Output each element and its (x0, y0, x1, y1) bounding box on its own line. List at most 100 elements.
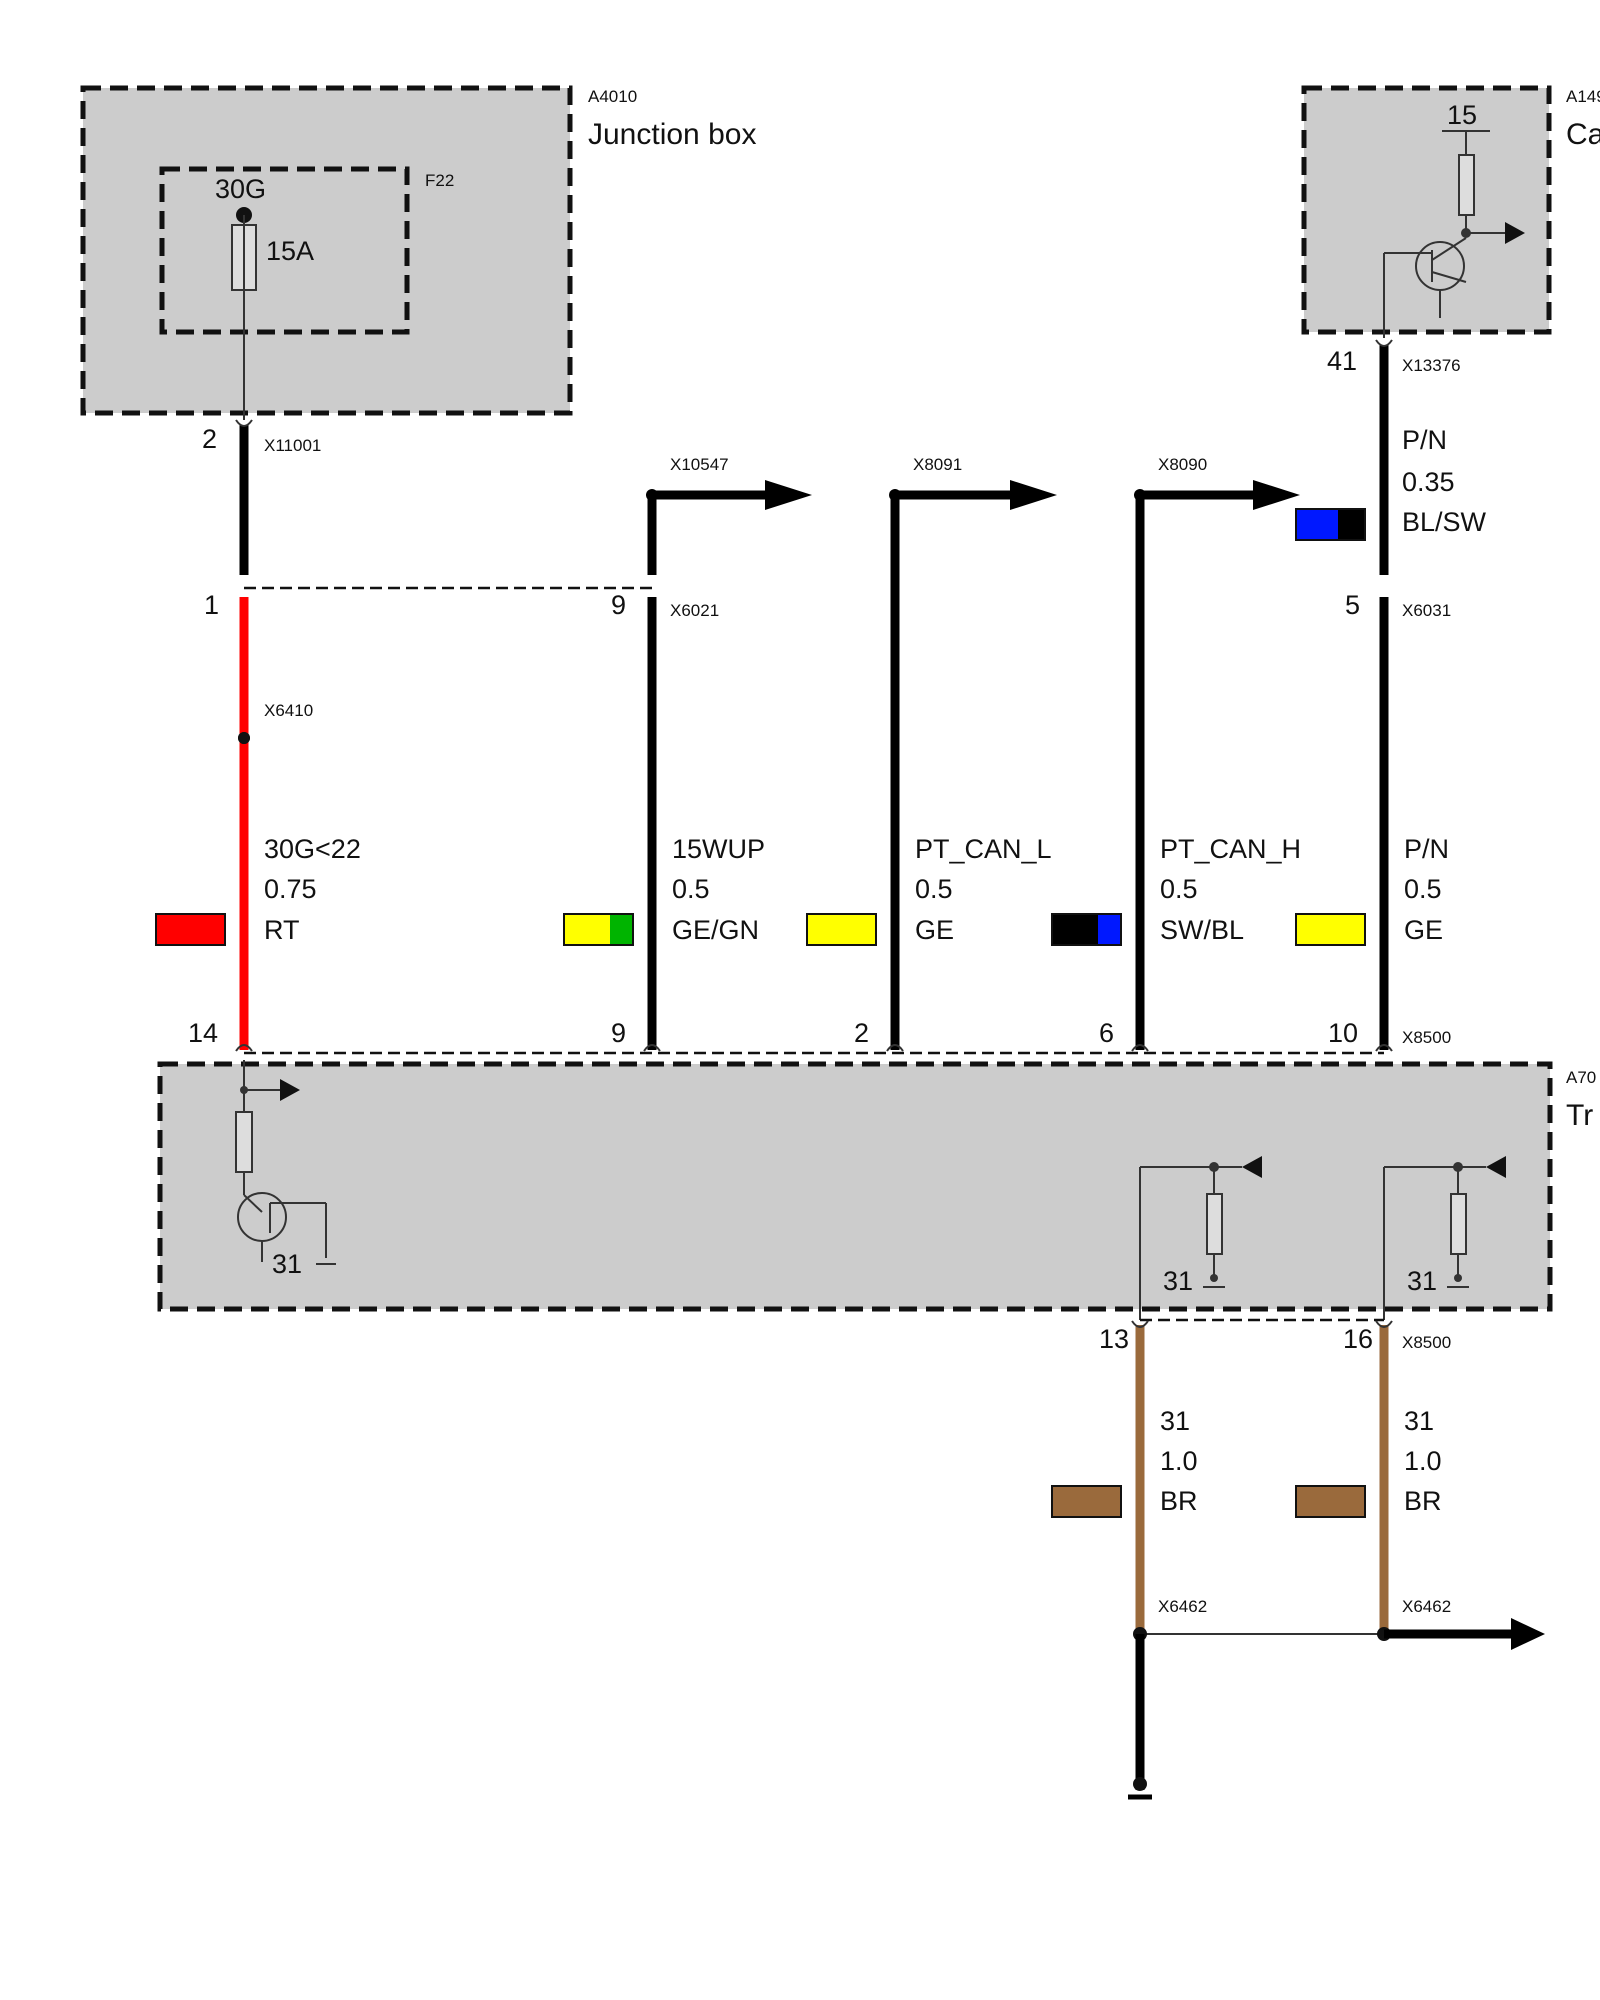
transistor-emitter (1431, 271, 1467, 283)
fuse-ref: F22 (425, 171, 454, 190)
wire-1-color-swatch (155, 913, 226, 946)
wire-4-signal: PT_CAN_H (1160, 834, 1301, 864)
branch-dot (646, 489, 658, 501)
swatch-border (1051, 1485, 1122, 1518)
wire-2-color: GE/GN (672, 915, 759, 945)
connector-mark-icon (1375, 1044, 1393, 1052)
camera-wire-color: BL/SW (1402, 507, 1487, 537)
camera-wire-color-swatch (1295, 508, 1366, 541)
x6462-right-label: X6462 (1402, 1597, 1451, 1616)
wire-3-color: GE (915, 915, 954, 945)
connector-mark-icon (1131, 1320, 1149, 1328)
connector-mark-icon (1131, 1044, 1149, 1052)
continuation-arrow-icon (1511, 1618, 1545, 1650)
x6410-label: X6410 (264, 701, 313, 720)
swatch-border (806, 913, 877, 946)
fuse-terminal: 30G (215, 174, 266, 204)
swatch-main (1052, 1486, 1121, 1517)
tm-ground-label-3: 31 (1407, 1266, 1437, 1296)
fuse-holder-outline (159, 166, 410, 335)
swatch-border (1295, 508, 1366, 541)
swatch-border (1051, 913, 1122, 946)
wire-3-color-swatch (806, 913, 877, 946)
ground-wire-2-pin: 16 (1343, 1324, 1373, 1354)
branch-arrow-icon (765, 480, 812, 510)
ground-splice: X6462 X6462 (1128, 1597, 1545, 1800)
connector-mark-icon (1375, 1320, 1393, 1328)
wire-3-size: 0.5 (915, 874, 953, 904)
connector-mark-icon (643, 1044, 661, 1052)
branch-arrow-icon (1253, 480, 1300, 510)
wire-2-size: 0.5 (672, 874, 710, 904)
transmission-module: A70 Tr X8500 31 31 (157, 1028, 1596, 1352)
camera-wire-signal: P/N (1402, 425, 1447, 455)
output-arrow-icon (280, 1079, 300, 1101)
connector-mark-icon (235, 419, 253, 427)
wire-4-x8500-pin: 6 (1099, 1018, 1114, 1048)
junction-box: A4010 Junction box F22 30G 15A 2 X11001 (80, 85, 756, 455)
connector-mark-icon (235, 1044, 253, 1052)
wire-4-color-swatch (1051, 913, 1122, 946)
junction-box-pin: 2 (202, 424, 217, 454)
wire-3-x8500-pin: 2 (854, 1018, 869, 1048)
upper-wiring: X10547 X8091 X8090 P/N 0.35 BL/SW 1 9 X6… (204, 339, 1487, 620)
swatch-main (156, 914, 225, 945)
wire-5-x8500-pin: 10 (1328, 1018, 1358, 1048)
middle-wires: 30G<220.75RT1415WUP0.5GE/GN9PT_CAN_L0.5G… (155, 495, 1449, 1052)
branch-connector-1: X10547 (670, 455, 729, 474)
tm-can2-ground-node (1454, 1274, 1462, 1282)
swatch-border (563, 913, 634, 946)
swatch-main (1052, 914, 1098, 945)
wire-2-signal: 15WUP (672, 834, 765, 864)
ground-wire-2-color: BR (1404, 1486, 1442, 1516)
camera-module-name: Ca (1566, 118, 1600, 151)
x6462-left-label: X6462 (1158, 1597, 1207, 1616)
swatch-stripe (1098, 914, 1121, 945)
camera-module-ref: A149 (1566, 87, 1600, 106)
ground-wire-2-size: 1.0 (1404, 1446, 1442, 1476)
ground-wire-1-size: 1.0 (1160, 1446, 1198, 1476)
x6021-label: X6021 (670, 601, 719, 620)
ground-wire-1-color: BR (1160, 1486, 1198, 1516)
tm-ground-label-1: 31 (272, 1249, 302, 1279)
x6031-pin-5: 5 (1345, 590, 1360, 620)
wire-5-signal: P/N (1404, 834, 1449, 864)
tm-transistor-collector (243, 1194, 263, 1213)
swatch-border (1295, 913, 1366, 946)
ground-wire-2-color-swatch (1295, 1485, 1366, 1518)
ground-wire-1-pin: 13 (1099, 1324, 1129, 1354)
x6021-pin-9: 9 (611, 590, 626, 620)
tm-ground-label-2: 31 (1163, 1266, 1193, 1296)
swatch-main (564, 914, 610, 945)
camera-module-connector: X13376 (1402, 356, 1461, 375)
tm-can1-ground-node (1210, 1274, 1218, 1282)
resistor-icon (235, 1111, 253, 1173)
junction-box-connector: X11001 (264, 436, 321, 455)
wire-1-size: 0.75 (264, 874, 317, 904)
branch-connector-2: X8091 (913, 455, 962, 474)
connector-mark-icon (886, 1044, 904, 1052)
connector-mark-icon (1375, 339, 1393, 347)
swatch-main (1296, 914, 1365, 945)
fuse-rating: 15A (266, 236, 314, 266)
swatch-stripe (1338, 509, 1365, 540)
branch-arrow-icon (1010, 480, 1057, 510)
branch-connector-3: X8090 (1158, 455, 1207, 474)
swatch-stripe (610, 914, 633, 945)
wire-3-signal: PT_CAN_L (915, 834, 1052, 864)
x8500-top-label: X8500 (1402, 1028, 1451, 1047)
ground-wire-1-signal: 31 (1160, 1406, 1190, 1436)
swatch-border (1295, 1485, 1366, 1518)
input-arrow-icon (1242, 1156, 1262, 1178)
camera-module: A149 Ca 15 41 X13376 (1301, 85, 1600, 376)
wire-5-color-swatch (1295, 913, 1366, 946)
input-arrow-icon (1486, 1156, 1506, 1178)
swatch-main (1296, 509, 1338, 540)
wire-1-x8500-pin: 14 (188, 1018, 218, 1048)
camera-module-pin: 41 (1327, 346, 1357, 376)
output-arrow-icon (1505, 222, 1525, 244)
wire-4-size: 0.5 (1160, 874, 1198, 904)
x8500-bottom-label: X8500 (1402, 1333, 1451, 1352)
camera-module-outline (1301, 85, 1552, 335)
splice-dot (238, 732, 250, 744)
